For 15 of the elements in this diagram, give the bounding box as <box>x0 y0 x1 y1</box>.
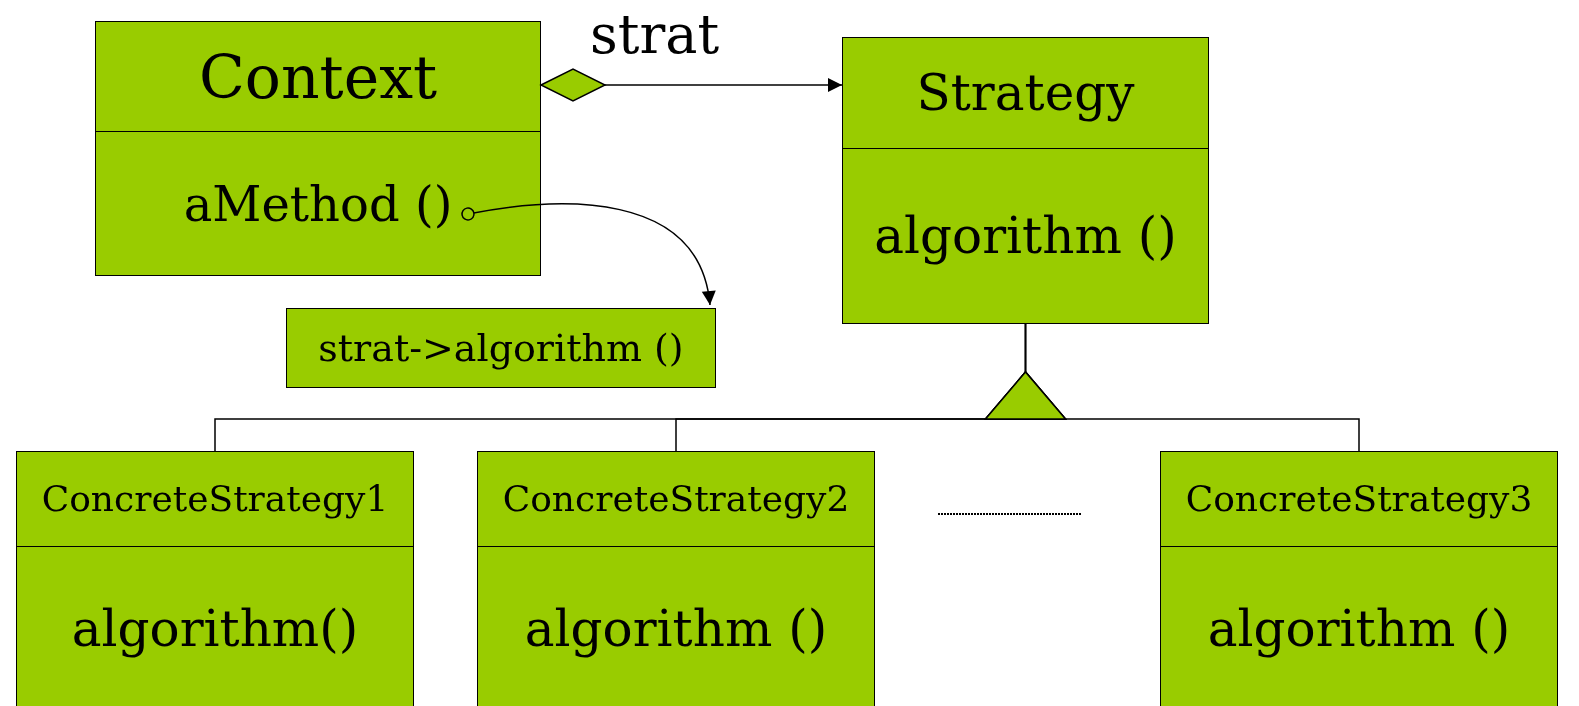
arrow <box>461 203 715 306</box>
class-box <box>95 21 541 276</box>
note-box <box>286 308 716 388</box>
class-box <box>1160 451 1558 706</box>
class-box <box>842 37 1209 324</box>
class-box <box>477 451 875 706</box>
class-name: ConcreteStrategy1 <box>41 481 389 518</box>
class-name: Context <box>198 46 438 107</box>
method-name: aMethod () <box>183 179 453 228</box>
class-name: ConcreteStrategy3 <box>1185 481 1533 518</box>
arrow <box>540 68 843 102</box>
class-box <box>16 451 414 706</box>
inheritance-arrow <box>984 323 1360 452</box>
class-name: ConcreteStrategy2 <box>502 481 850 518</box>
edge-label: strat <box>590 8 720 62</box>
